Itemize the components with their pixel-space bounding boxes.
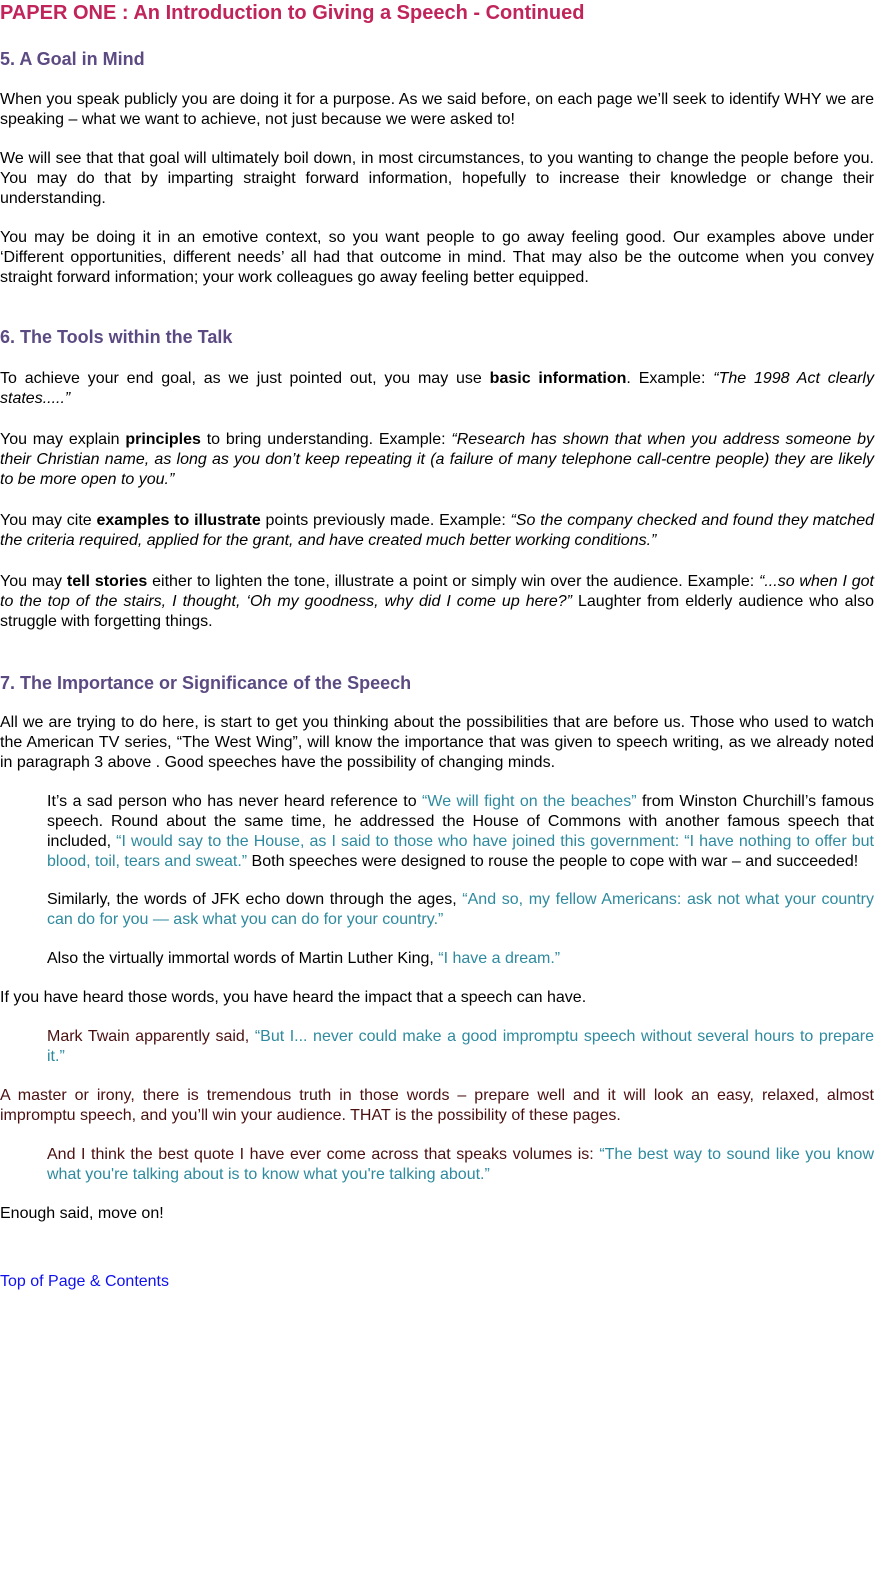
text-run: Mark Twain apparently said, (47, 1028, 255, 1045)
section-6-paragraph-4: You may tell stories either to lighten t… (0, 572, 874, 632)
text-run: It’s a sad person who has never heard re… (47, 793, 423, 810)
section-6-paragraph-3: You may cite examples to illustrate poin… (0, 511, 874, 551)
quote-block-twain: Mark Twain apparently said, “But I... ne… (47, 1027, 874, 1067)
section-5-paragraph-1: When you speak publicly you are doing it… (0, 91, 874, 128)
famous-quote: “I have a dream.” (438, 950, 561, 967)
example-quote: “The 1998 Act clearly states.....” (0, 370, 874, 407)
bold-term: principles (125, 431, 201, 448)
text-run: And I think the best quote I have ever c… (47, 1146, 600, 1163)
section-7-heading: 7. The Importance or Significance of the… (0, 673, 412, 693)
text-run: either to lighten the tone, illustrate a… (147, 573, 760, 590)
text-run: Laughter from elderly audience who also … (0, 593, 875, 630)
section-7-paragraph-2: If you have heard those words, you have … (0, 989, 587, 1006)
text-run: . Example: (626, 370, 714, 387)
text-run: to bring understanding. Example: (200, 431, 452, 448)
text-run: from Winston Churchill’s famous speech. … (47, 793, 874, 850)
section-6-heading: 6. The Tools within the Talk (0, 327, 233, 347)
quote-block-best: And I think the best quote I have ever c… (47, 1145, 874, 1185)
famous-quote: “We will fight on the beaches” (422, 793, 637, 810)
text-run: Also the virtually immortal words of Mar… (47, 950, 439, 967)
bold-term: tell stories (66, 573, 148, 590)
example-quote: “...so when I got to the top of the stai… (0, 573, 875, 610)
text-run: points previously made. Example: (260, 512, 511, 529)
section-6-paragraph-1: To achieve your end goal, as we just poi… (0, 369, 874, 409)
text-run: To achieve your end goal, as we just poi… (0, 370, 490, 387)
famous-quote: “The best way to sound like you know wha… (47, 1146, 875, 1183)
section-7-paragraph-1: All we are trying to do here, is start t… (0, 714, 874, 771)
section-5-heading: 5. A Goal in Mind (0, 49, 145, 69)
text-run: You may explain (0, 431, 126, 448)
text-run: You may (0, 573, 67, 590)
famous-quote: “And so, my fellow Americans: ask not wh… (47, 891, 874, 928)
bold-term: basic information (489, 370, 627, 387)
quote-block-mlk: Also the virtually immortal words of Mar… (47, 949, 874, 969)
text-run: Similarly, the words of JFK echo down th… (47, 891, 463, 908)
section-7-paragraph-4: Enough said, move on! (0, 1205, 164, 1222)
section-6-paragraph-2: You may explain principles to bring unde… (0, 430, 874, 490)
page-title: PAPER ONE : An Introduction to Giving a … (0, 2, 585, 24)
section-5-paragraph-2: We will see that that goal will ultimate… (0, 150, 874, 207)
example-quote: “So the company checked and found they m… (0, 512, 874, 549)
section-5-paragraph-3: You may be doing it in an emotive contex… (0, 229, 874, 286)
top-of-page-link[interactable]: Top of Page & Contents (0, 1273, 169, 1290)
quote-block-churchill: It’s a sad person who has never heard re… (47, 792, 874, 872)
section-7-paragraph-3: A master or irony, there is tremendous t… (0, 1087, 874, 1124)
bold-term: examples to illustrate (96, 512, 261, 529)
text-run: Both speeches were designed to rouse the… (247, 853, 859, 870)
famous-quote: “I would say to the House, as I said to … (47, 833, 874, 870)
famous-quote: “But I... never could make a good improm… (47, 1028, 875, 1065)
text-run: You may cite (0, 512, 97, 529)
quote-block-jfk: Similarly, the words of JFK echo down th… (47, 890, 874, 930)
example-quote: “Research has shown that when you addres… (0, 431, 875, 488)
